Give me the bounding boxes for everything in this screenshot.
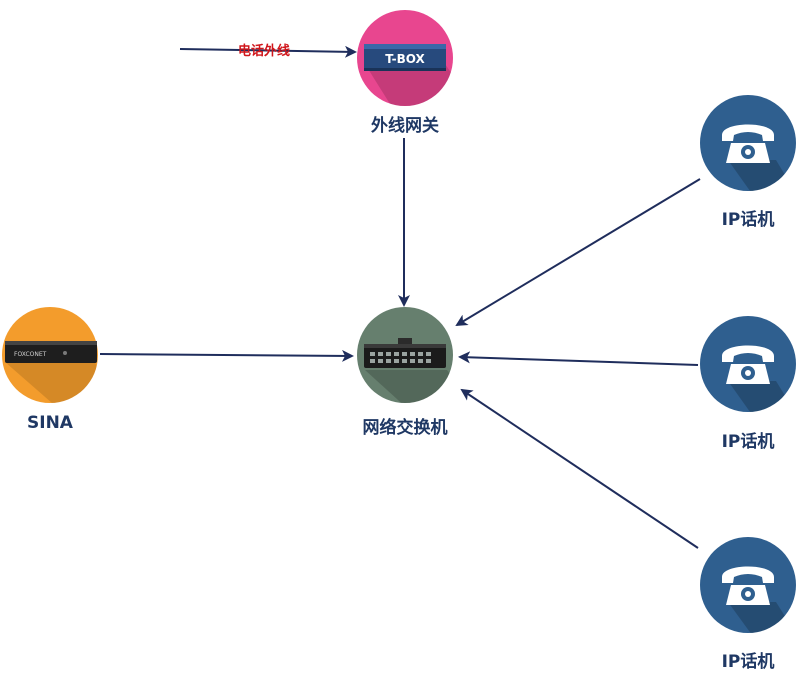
edge-sina-to-switch — [99, 349, 354, 362]
phone-node-2 — [700, 316, 796, 412]
phone-node-1 — [700, 95, 796, 191]
tbox-label: 外线网关 — [371, 116, 439, 136]
sina-label: SINA — [27, 413, 73, 433]
telephone-icon — [722, 345, 774, 384]
edge-phone3-to-switch — [460, 388, 699, 549]
phone-label-2: IP话机 — [721, 432, 775, 452]
tbox-device-icon: T-BOX — [364, 44, 446, 71]
switch-node — [357, 307, 453, 403]
edge-phone2-to-switch — [458, 351, 699, 366]
sina-device-text: FOXCONET — [14, 351, 47, 358]
tbox-node: T-BOX — [357, 10, 453, 106]
edge-phone1-to-switch — [455, 178, 701, 327]
incoming-line-label: 电话外线 — [238, 44, 291, 59]
phone-node-3 — [700, 537, 796, 633]
phone-label-3: IP话机 — [721, 652, 775, 672]
telephone-icon — [722, 566, 774, 605]
sina-device-icon: FOXCONET — [5, 341, 97, 363]
telephone-icon — [722, 124, 774, 163]
phone-label-1: IP话机 — [721, 210, 775, 230]
switch-label: 网络交换机 — [362, 418, 448, 438]
edge-incoming-line — [179, 45, 357, 58]
tbox-device-text: T-BOX — [385, 52, 425, 66]
edges — [99, 45, 701, 549]
switch-device-icon — [364, 338, 446, 368]
sina-node: FOXCONET — [2, 307, 98, 403]
